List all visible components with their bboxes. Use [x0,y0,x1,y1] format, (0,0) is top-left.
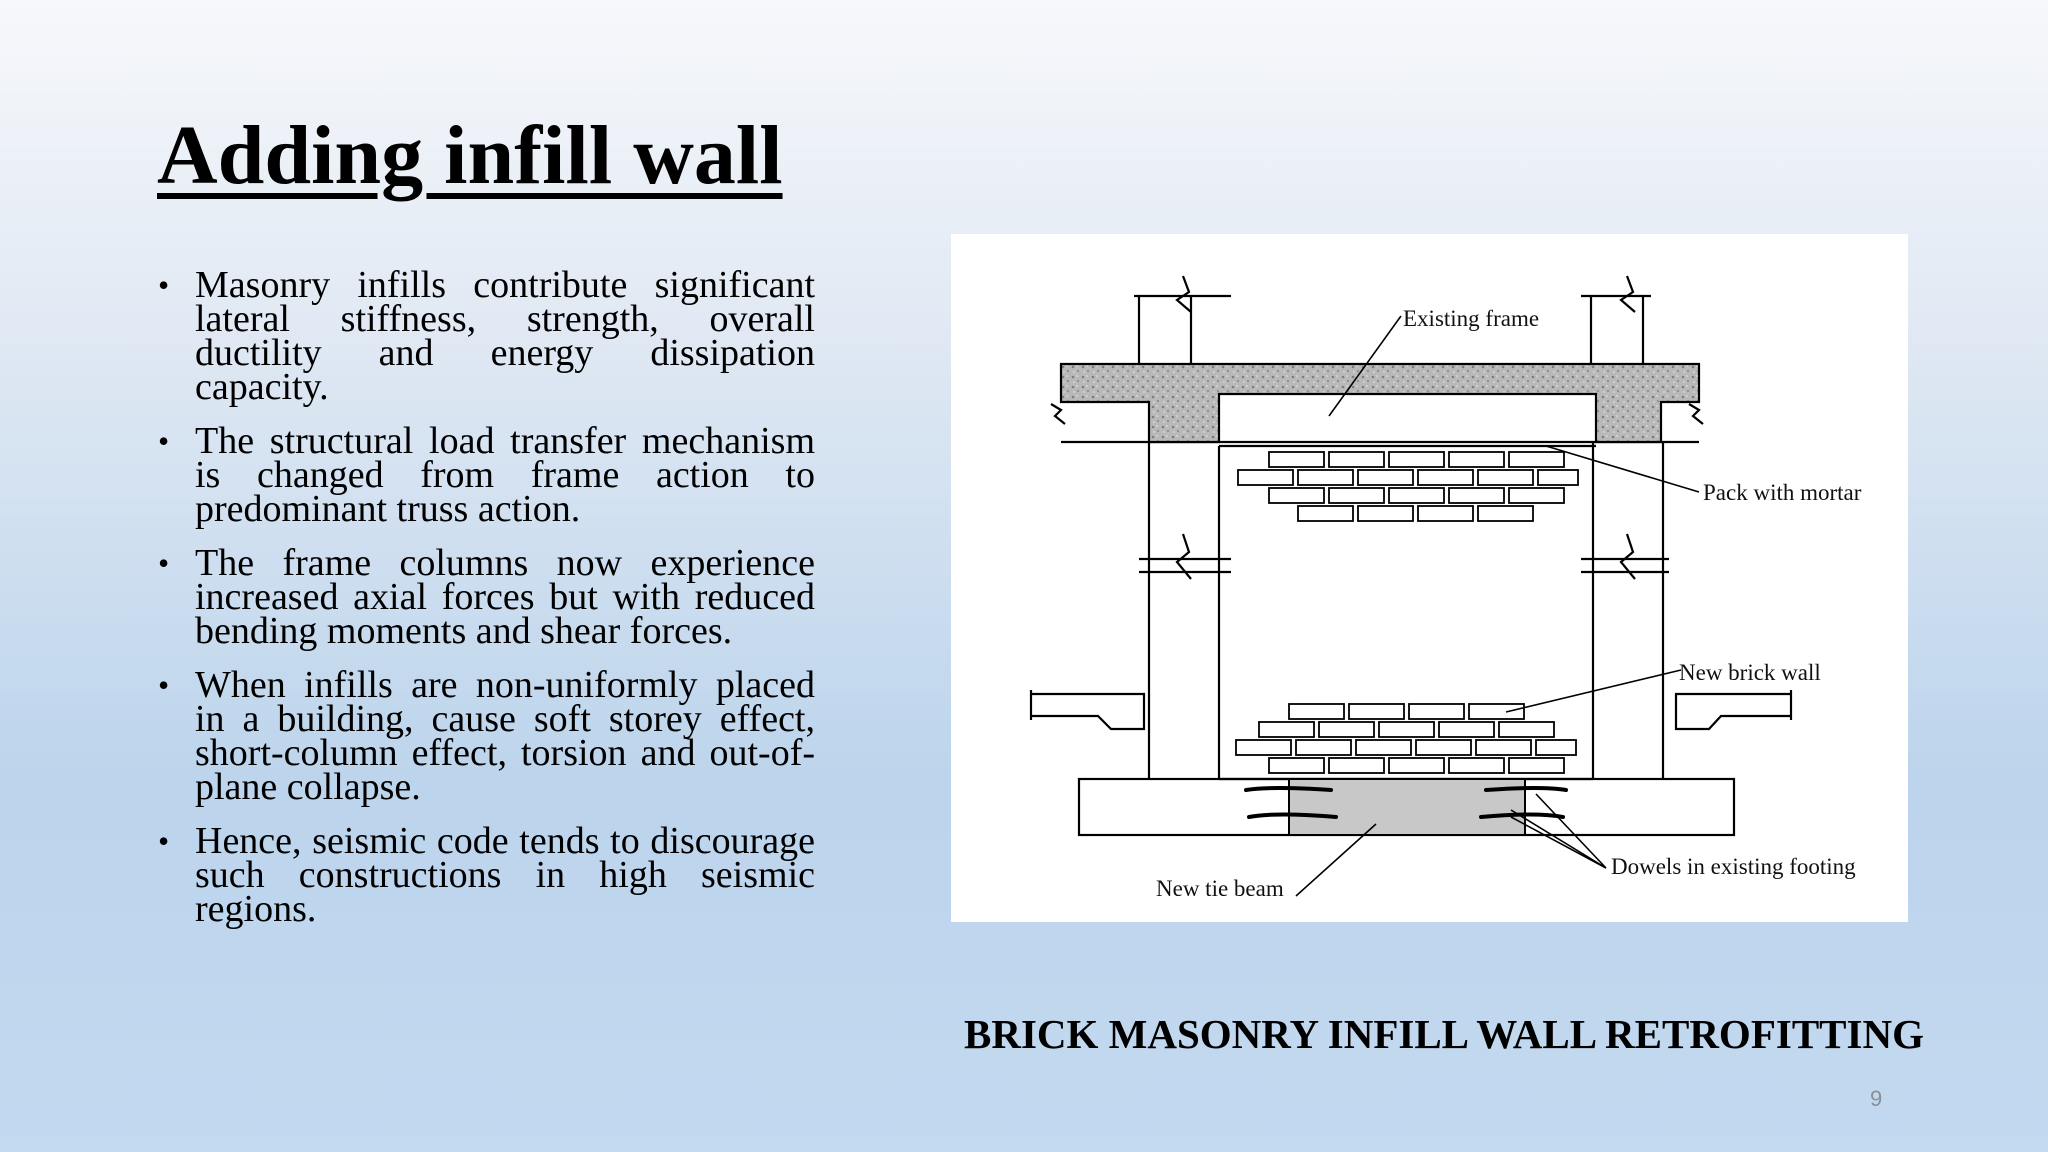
page-number: 9 [1870,1086,1883,1111]
bullet-item: • The frame columns now experience increa… [158,544,815,650]
slide-title: Adding infill wall [157,109,783,202]
bullet-list: • Masonry infills contribute significant … [158,266,815,946]
leader-lines [1295,315,1700,897]
bullet-marker: • [158,667,170,703]
bullet-text: The structural load transfer mechanism i… [195,420,815,530]
label-dowels: Dowels in existing footing [1611,854,1856,879]
label-new-brick-wall: New brick wall [1679,660,1821,685]
bullet-item: • Hence, seismic code tends to discourage… [158,822,815,928]
bullet-text: The frame columns now experience increas… [195,542,815,652]
bullet-item: • Masonry infills contribute significant … [158,266,815,406]
label-pack-with-mortar: Pack with mortar [1703,480,1862,505]
infill-wall-diagram: Existing frame Pack with mortar New bric… [951,234,1908,922]
bullet-marker: • [158,823,170,859]
label-existing-frame: Existing frame [1403,306,1539,331]
bullet-marker: • [158,267,170,303]
bullet-text: Masonry infills contribute significant l… [195,264,815,408]
existing-beam [1059,362,1701,444]
bullet-marker: • [158,423,170,459]
bullet-text: Hence, seismic code tends to discourage … [195,820,815,930]
bullet-item: • When infills are non-uniformly placed i… [158,666,815,806]
bullet-item: • The structural load transfer mechanism … [158,422,815,528]
new-tie-beam [1288,778,1526,836]
bullet-marker: • [158,545,170,581]
brick-wall-top [1237,451,1579,522]
diagram-svg: Existing frame Pack with mortar New bric… [1029,275,1862,901]
brick-wall-bottom [1235,703,1577,774]
diagram-caption: BRICK MASONRY INFILL WALL RETROFITTING [964,1011,1924,1057]
bullet-text: When infills are non-uniformly placed in… [195,664,815,808]
label-new-tie-beam: New tie beam [1156,876,1284,901]
